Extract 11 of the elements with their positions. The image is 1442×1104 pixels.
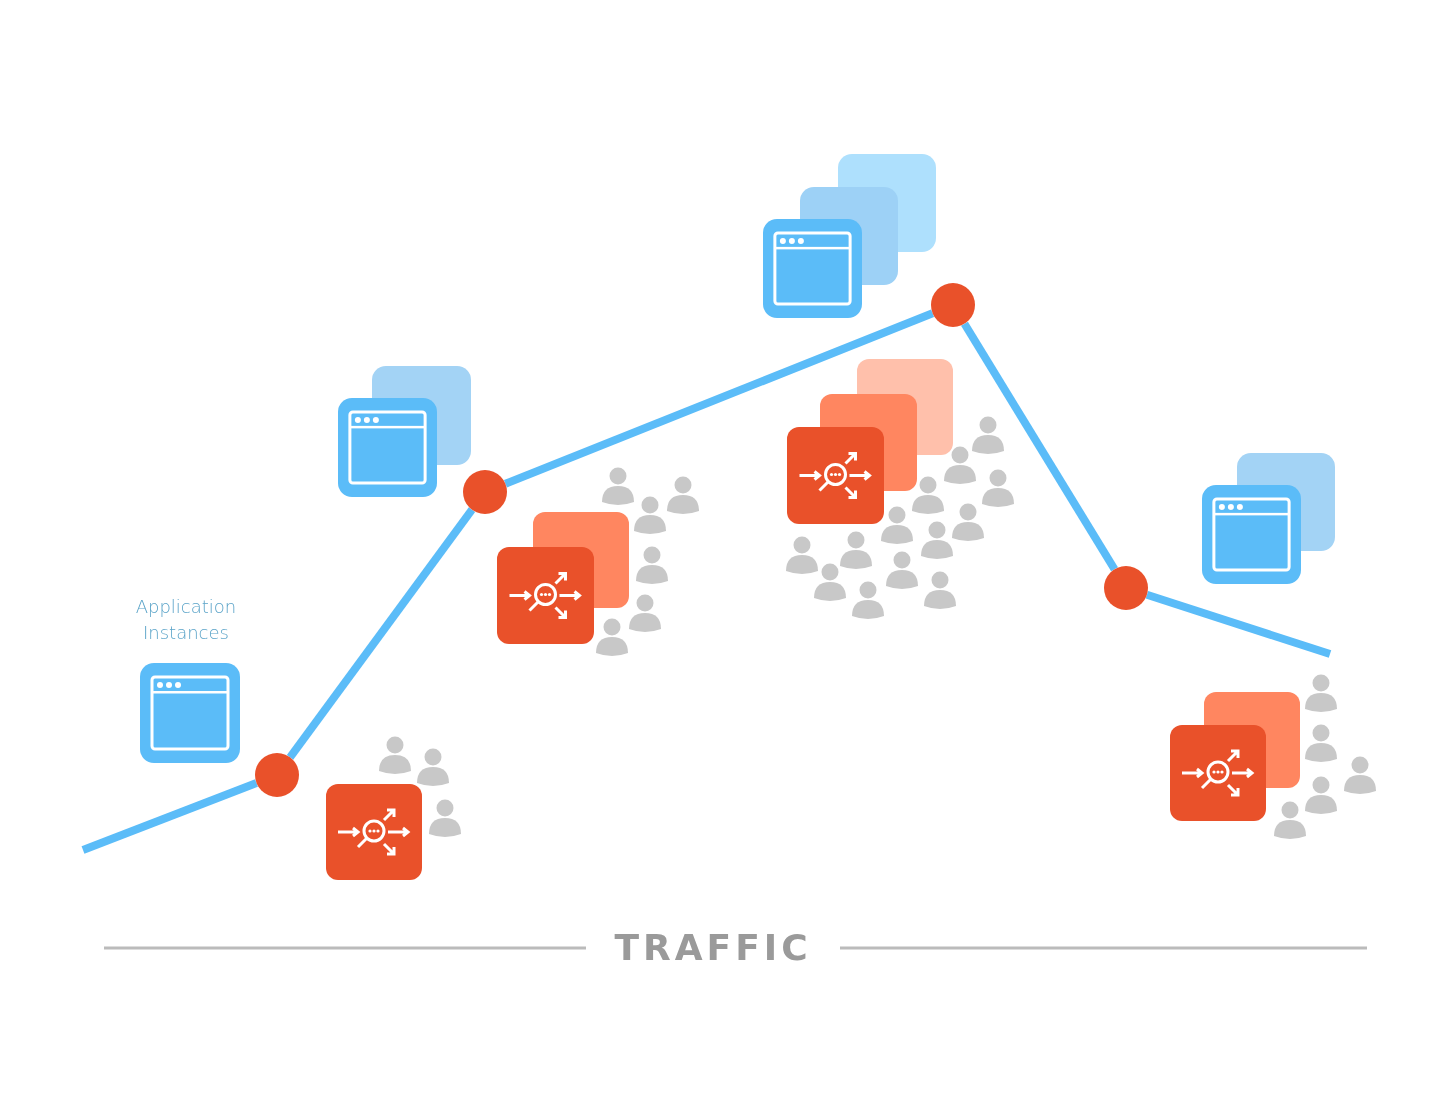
traffic-point-dot (463, 470, 507, 514)
traffic-line (961, 321, 1118, 572)
traffic-point-dot (931, 283, 975, 327)
axis-title: TRAFFIC (613, 926, 813, 970)
caption-text: Application Instances (134, 595, 238, 645)
traffic-line (81, 779, 258, 854)
traffic-point-dot (1104, 566, 1148, 610)
traffic-line (1145, 590, 1332, 658)
traffic-line (286, 507, 476, 760)
traffic-line (503, 309, 935, 488)
traffic-point-dot (255, 753, 299, 797)
